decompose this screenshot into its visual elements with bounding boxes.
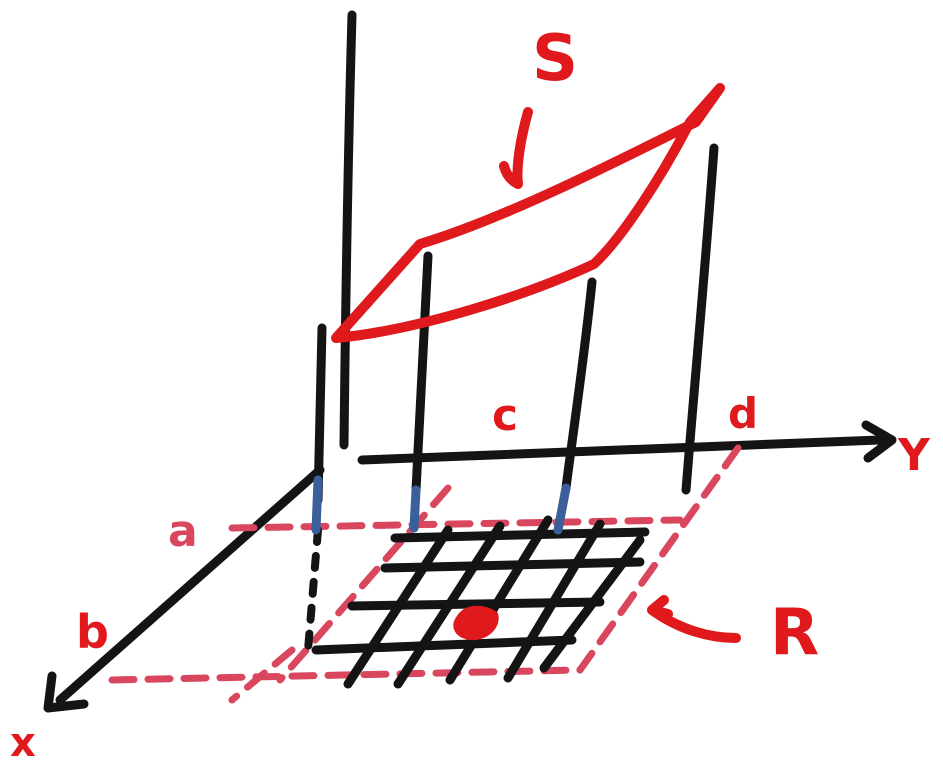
x-axis-arrowhead — [43, 671, 89, 713]
z-axis — [339, 10, 357, 450]
vertical-line-2-blue — [409, 485, 421, 533]
grid-line-9 — [539, 535, 645, 673]
vertical-line-front-left-lower — [304, 526, 322, 654]
bound-a-label: a — [168, 506, 198, 557]
region-label: R — [770, 596, 819, 670]
bound-c-label: c — [492, 390, 518, 441]
vertical-line-4 — [681, 143, 719, 495]
y-axis — [357, 435, 885, 465]
grid-line-7 — [445, 515, 553, 685]
y-axis-arrowhead — [861, 420, 897, 463]
x-axis-label: x — [10, 720, 36, 761]
grid-line-5 — [343, 525, 453, 689]
bound-b-label: b — [76, 605, 109, 659]
surface-pointer — [499, 107, 533, 189]
vertical-line-left-blue — [311, 475, 323, 535]
vertical-line-front-left-upper — [313, 323, 327, 505]
highlighted-cell — [453, 605, 499, 641]
vertical-line-2 — [411, 251, 433, 495]
surface-label: S — [532, 22, 578, 96]
grid-line-3 — [347, 597, 605, 611]
region-edge-b — [108, 666, 584, 684]
vertical-line-3 — [561, 277, 597, 493]
bound-d-label: d — [728, 389, 758, 438]
y-axis-label: Y — [897, 430, 931, 481]
grid-line-1 — [390, 527, 650, 543]
region-edge-d — [576, 444, 742, 674]
grid-line-8 — [503, 519, 605, 683]
vertical-line-3-blue — [553, 483, 571, 535]
region-edge-x-extension — [228, 646, 296, 704]
region-edge-a — [228, 516, 684, 532]
x-axis — [55, 465, 325, 705]
region-pointer — [647, 595, 741, 643]
grid-line-6 — [393, 521, 505, 689]
surface-s-outline — [331, 83, 725, 343]
